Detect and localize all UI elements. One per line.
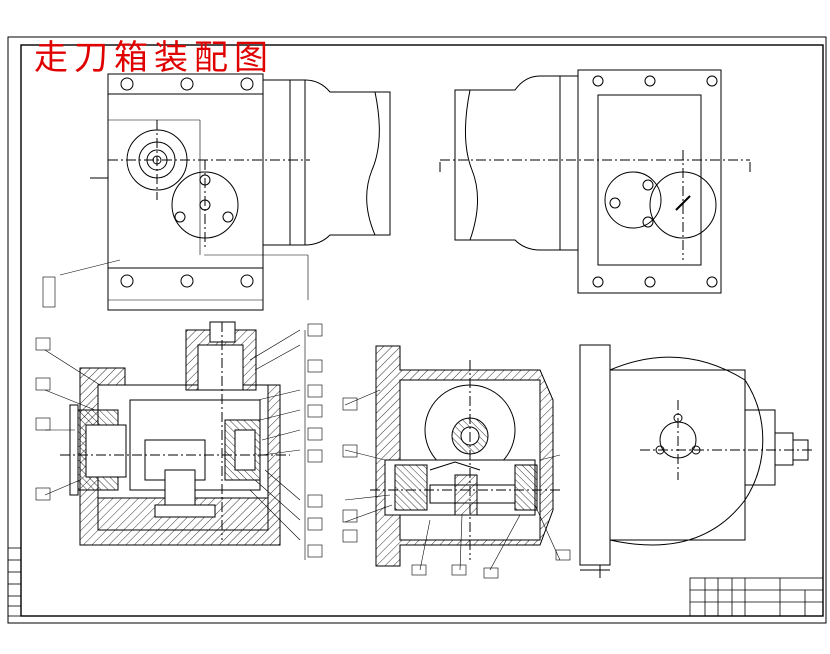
section-b-b: [370, 345, 560, 567]
section-a-a: [60, 321, 290, 546]
rear-view: [439, 69, 751, 294]
leader-lines-center: [344, 389, 561, 571]
front-view: [42, 73, 391, 311]
part-labels-center: [342, 397, 571, 579]
title-block: [689, 577, 824, 617]
revision-strip: [7, 547, 22, 617]
drawing-title: 走刀箱装配图: [34, 38, 274, 78]
part-labels-left: [35, 323, 323, 558]
leader-lines-left: [44, 329, 306, 560]
outer-border: [7, 36, 827, 624]
side-view: [579, 344, 815, 578]
inner-border: [20, 44, 824, 617]
